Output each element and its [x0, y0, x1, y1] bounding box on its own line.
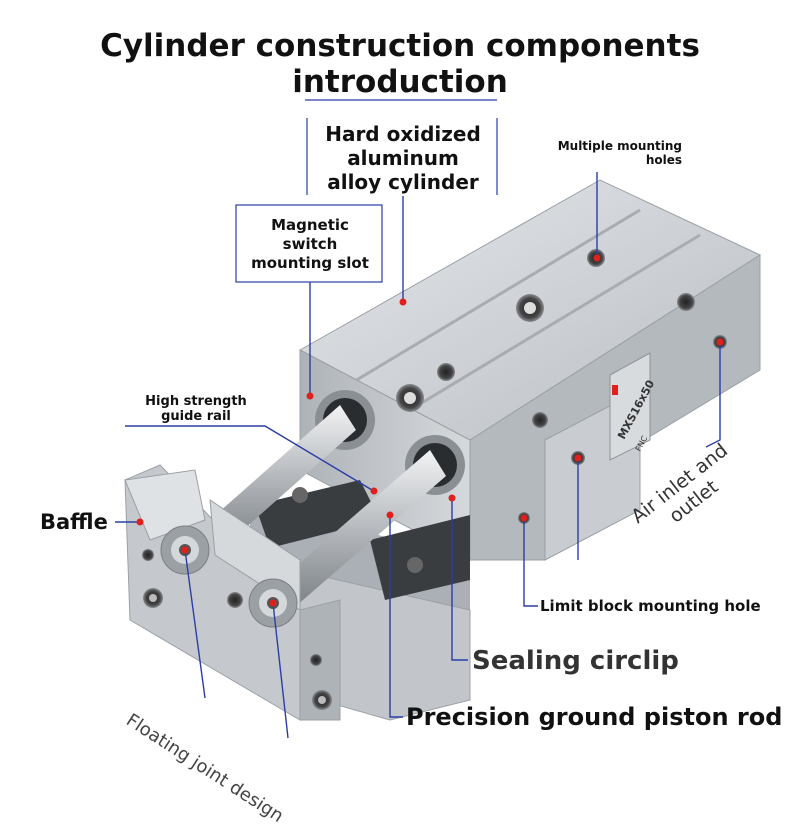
piston-rod-1: [210, 405, 356, 545]
cylinder-illustration: MXS16x50 FNC: [115, 99, 762, 739]
label-hard-oxidized-line-1: Hard oxidized: [325, 122, 481, 146]
label-magnetic-switch-line-1: Magnetic: [271, 216, 349, 234]
label-guide-rail-line-1: High strength: [145, 394, 247, 409]
title-line-1: Cylinder construction components: [100, 28, 700, 64]
label-baffle: Baffle: [40, 510, 108, 534]
label-hard-oxidized-line-2: aluminum: [347, 146, 459, 170]
label-piston-rod: Precision ground piston rod: [406, 703, 783, 731]
label-magnetic-switch: Magnetic switch mounting slot: [238, 216, 382, 273]
label-guide-rail: High strength guide rail: [132, 394, 260, 424]
callout-box-hard-oxidized: [306, 118, 498, 195]
label-magnetic-switch-line-3: mounting slot: [251, 254, 369, 272]
label-limit-block: Limit block mounting hole: [540, 597, 761, 615]
label-guide-rail-line-2: guide rail: [161, 409, 231, 424]
label-hard-oxidized-line-3: alloy cylinder: [327, 170, 479, 194]
piston-rod-2: [280, 450, 446, 606]
label-multiple-mounting: Multiple mounting holes: [530, 139, 682, 167]
model-plate: [609, 352, 651, 461]
callout-box-magnetic: [235, 204, 383, 283]
label-multiple-mounting-line-1: Multiple mounting: [557, 139, 682, 153]
label-multiple-mounting-line-2: holes: [645, 153, 682, 167]
label-magnetic-switch-line-2: switch: [282, 235, 338, 253]
markers: [136, 254, 724, 607]
title-line-2: introduction: [292, 64, 508, 100]
leader-lines: [115, 172, 721, 739]
label-sealing-circlip: Sealing circlip: [472, 646, 679, 676]
label-hard-oxidized: Hard oxidized aluminum alloy cylinder: [310, 122, 496, 194]
